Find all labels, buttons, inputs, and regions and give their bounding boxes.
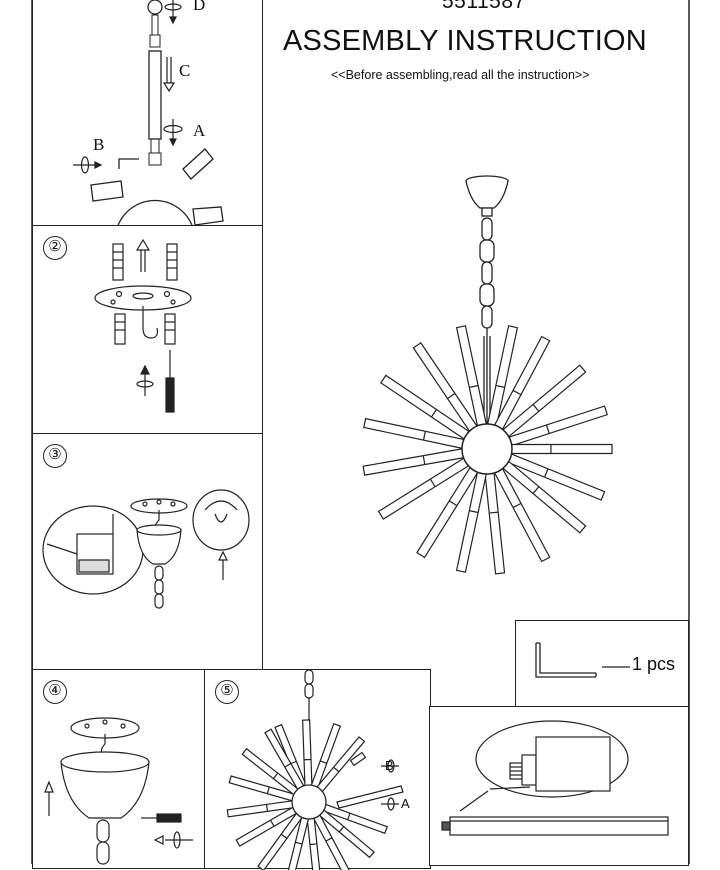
step-1-diagram xyxy=(33,0,264,228)
label-b: B xyxy=(93,135,104,155)
step-3-diagram xyxy=(33,434,264,672)
step-5-panel: ⑤ B A xyxy=(204,669,431,869)
step-4-panel: ④ xyxy=(32,669,206,869)
step-4-diagram xyxy=(33,670,207,870)
step-1-panel: D C B A xyxy=(32,0,263,227)
label-d: D xyxy=(193,0,205,15)
step-5-diagram xyxy=(205,670,432,870)
arm-joint xyxy=(310,844,317,845)
label-c: C xyxy=(179,61,190,81)
step-2-panel: ② xyxy=(32,225,263,435)
arm-detail-diagram xyxy=(430,707,690,867)
allen-key-quantity: 1 pcs xyxy=(632,654,675,675)
step-3-panel: ③ xyxy=(32,433,263,671)
step-5-label-a: A xyxy=(401,796,410,811)
step-5-label-b: B xyxy=(385,758,394,773)
label-a: A xyxy=(193,121,205,141)
step-2-diagram xyxy=(33,226,264,436)
arm-detail-panel xyxy=(429,706,689,866)
